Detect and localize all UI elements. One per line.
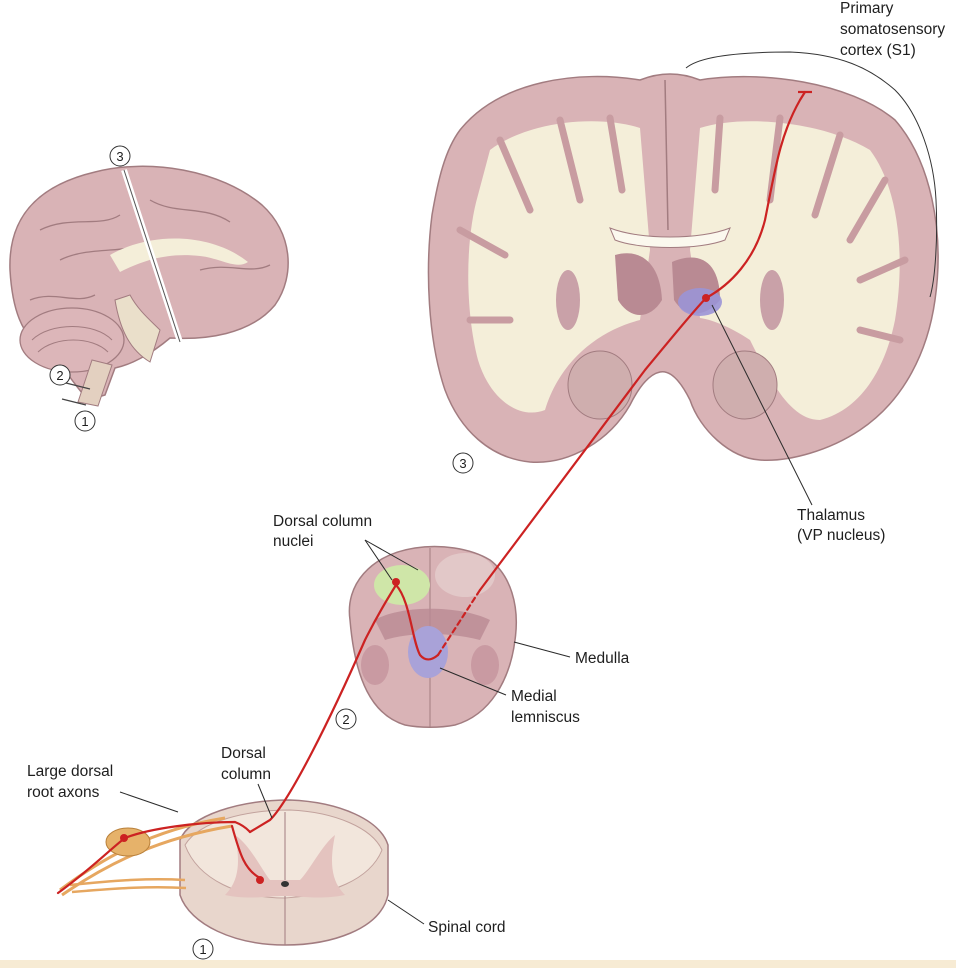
label-s1-line3: cortex (S1) bbox=[840, 42, 916, 59]
label-drg-line2: root axons bbox=[27, 784, 100, 801]
label-ml-line1: Medial bbox=[511, 688, 557, 705]
label-ml-line2: lemniscus bbox=[511, 709, 580, 726]
label-dcn-line2: nuclei bbox=[273, 533, 314, 550]
sagittal-marker-3: 3 bbox=[110, 146, 130, 166]
spinal-marker-1-text: 1 bbox=[199, 942, 206, 957]
label-thalamus-line1: Thalamus bbox=[797, 507, 865, 524]
label-thalamus-line2: (VP nucleus) bbox=[797, 527, 885, 544]
label-dcn-line1: Dorsal column bbox=[273, 513, 372, 530]
label-s1-line2: somatosensory bbox=[840, 21, 945, 38]
label-spinal-cord: Spinal cord bbox=[388, 900, 506, 936]
label-s1-line1: Primary bbox=[840, 0, 894, 17]
sagittal-marker-1-text: 1 bbox=[81, 414, 88, 429]
sagittal-marker-2: 2 bbox=[50, 365, 70, 385]
spinal-marker-1: 1 bbox=[193, 939, 213, 959]
label-medulla-text: Medulla bbox=[575, 650, 630, 667]
label-spinal-cord-text: Spinal cord bbox=[428, 919, 506, 936]
label-dc-line1: Dorsal bbox=[221, 745, 266, 762]
sagittal-marker-3-text: 3 bbox=[116, 149, 123, 164]
sagittal-marker-2-text: 2 bbox=[56, 368, 63, 383]
coronal-section bbox=[428, 74, 938, 462]
coronal-marker-3: 3 bbox=[453, 453, 473, 473]
label-medulla: Medulla bbox=[514, 642, 630, 667]
label-dc-line2: column bbox=[221, 766, 271, 783]
bottom-bar bbox=[0, 960, 956, 968]
label-s1: Primary somatosensory cortex (S1) bbox=[840, 0, 945, 59]
medulla-marker-2: 2 bbox=[336, 709, 356, 729]
sagittal-marker-1: 1 bbox=[75, 411, 95, 431]
coronal-marker-3-text: 3 bbox=[459, 456, 466, 471]
medulla-marker-2-text: 2 bbox=[342, 712, 349, 727]
label-drg-line1: Large dorsal bbox=[27, 763, 113, 780]
dorsal-column-nuclei-area bbox=[374, 565, 430, 605]
label-dorsal-root-axons: Large dorsal root axons bbox=[27, 763, 178, 812]
